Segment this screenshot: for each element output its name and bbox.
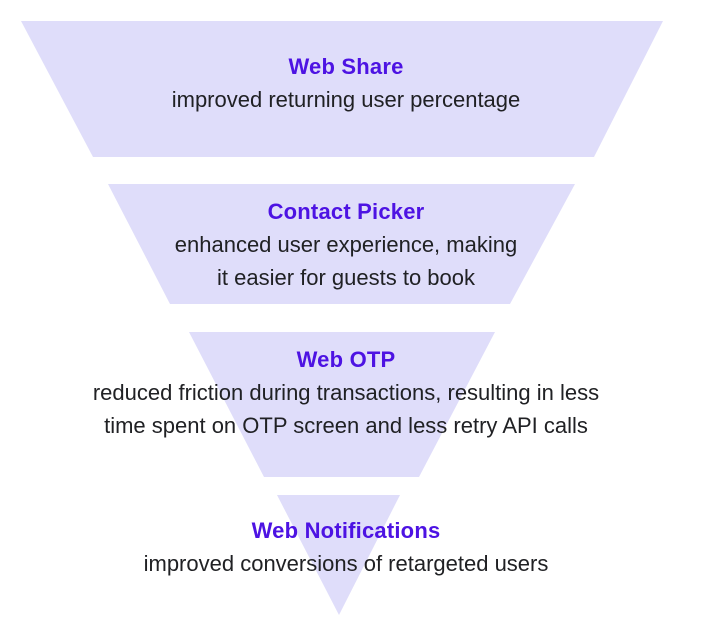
section-description-line: reduced friction during transactions, re…	[92, 380, 600, 405]
section-description-line: enhanced user experience, making	[174, 232, 518, 257]
section-title: Contact Picker	[267, 199, 425, 224]
section-description-line: time spent on OTP screen and less retry …	[104, 413, 588, 438]
section-title: Web Notifications	[251, 518, 441, 543]
funnel-section-web-notifications: Web Notifications improved conversions o…	[0, 514, 692, 580]
funnel-section-web-otp: Web OTP reduced friction during transact…	[0, 343, 692, 442]
funnel-section-web-share: Web Share improved returning user percen…	[0, 50, 692, 116]
funnel-shape-contact-picker	[108, 184, 575, 304]
section-description-line: improved conversions of retargeted users	[143, 551, 549, 576]
section-title: Web OTP	[296, 347, 396, 372]
section-title: Web Share	[288, 54, 404, 79]
section-description-line: it easier for guests to book	[216, 265, 476, 290]
section-description-line: improved returning user percentage	[171, 87, 521, 112]
funnel-section-contact-picker: Contact Picker enhanced user experience,…	[0, 195, 692, 294]
funnel-shape-web-share	[21, 21, 663, 157]
